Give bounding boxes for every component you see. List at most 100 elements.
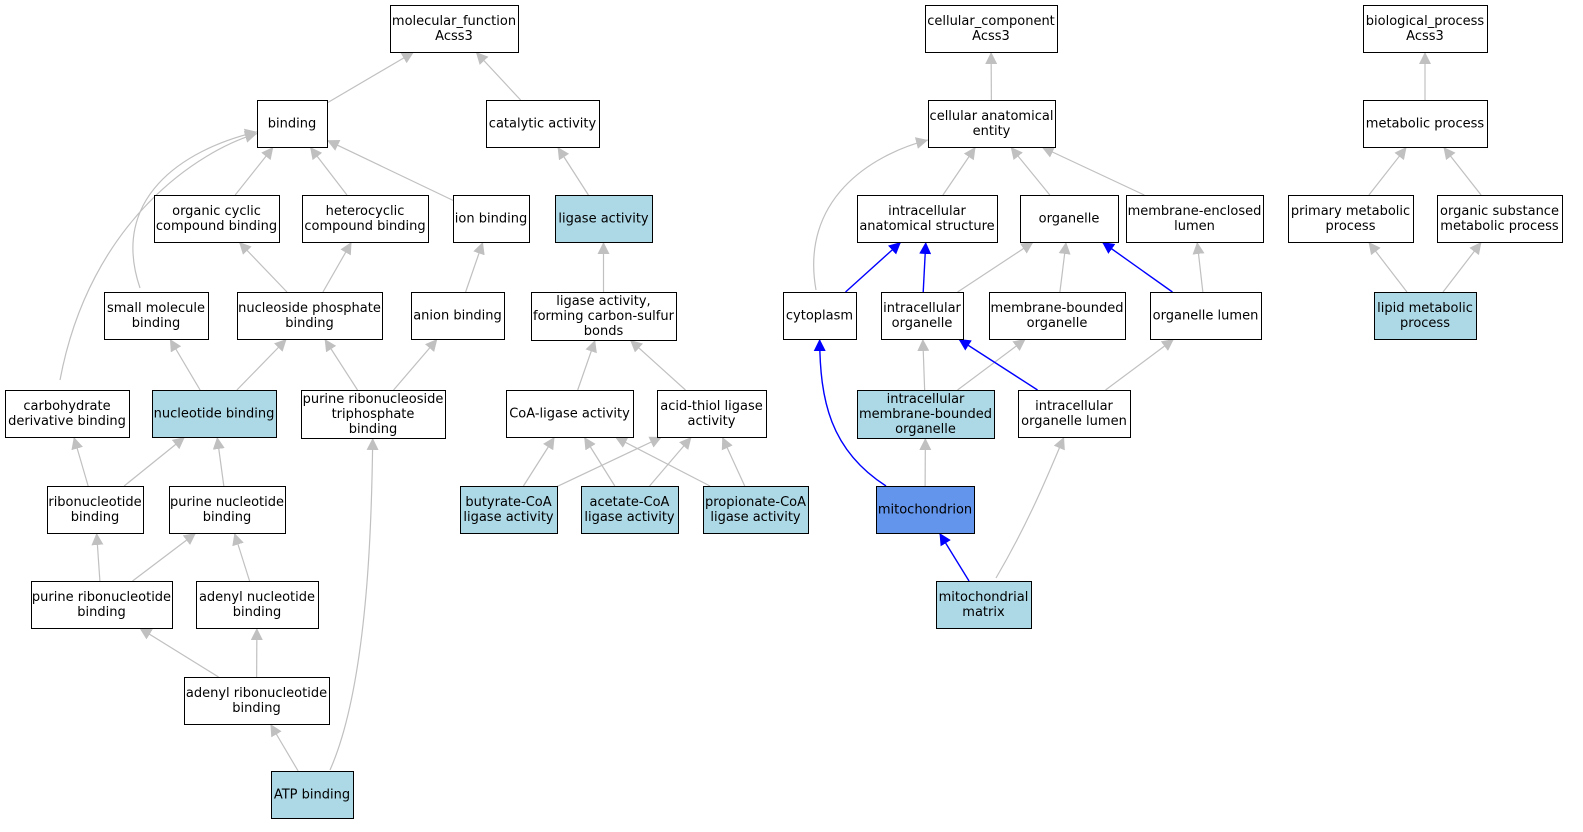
node-organelle-lumen[interactable]: organelle lumen [1150,292,1262,340]
node-label-line: metabolic process [1440,219,1559,234]
edge-purine-ribonucleotide-to-ribonucleotide [91,532,104,582]
node-label-line: metabolic process [1366,117,1485,132]
edge-purine-ribonucleotide-to-purine-nucleotide [132,532,197,582]
node-label-line: membrane-enclosed [1128,204,1262,219]
node-catalytic-activity[interactable]: catalytic activity [486,100,600,148]
node-box [1020,195,1119,243]
edge-ias-to-cae [942,146,977,196]
node-label-line: binding [77,605,125,620]
edge-imbo-to-intra-organelle [917,338,930,391]
node-mitochondrion[interactable]: mitochondrion [876,486,975,534]
edge-carbohydrate-to-binding [59,131,258,381]
edge-ion-binding-to-binding [326,139,454,201]
node-box [881,292,964,340]
node-label-line: cytoplasm [786,309,853,324]
node-ligase-activity[interactable]: ligase activity [555,195,653,243]
edge-binding-to-mf-root [326,51,415,104]
node-label-line: Acss3 [1406,29,1444,44]
node-box [411,292,505,340]
edge-acetate-to-coa-ligase [583,436,616,487]
edge-cytoplasm-to-ias [845,241,902,293]
edge-adenyl-nucleotide-to-purine-nucleotide [232,532,251,582]
node-nucleotide-binding[interactable]: nucleotide binding [152,390,277,438]
edge-ribonucleotide-to-carbohydrate [71,436,89,487]
node-label-line: adenyl nucleotide [199,590,315,605]
node-box [152,390,277,438]
node-label-line: ligase activity [710,510,801,525]
node-label-line: process [1326,219,1376,234]
node-ion-binding[interactable]: ion binding [453,195,530,243]
node-box [1363,100,1488,148]
node-label-line: ligase activity [584,510,675,525]
node-box [857,390,995,439]
node-label-line: derivative binding [8,414,126,429]
node-box [169,486,286,534]
node-box [271,771,354,819]
node-label-line: process [1400,316,1450,331]
node-label-line: lumen [1174,219,1215,234]
node-box [1288,195,1414,243]
node-box [1374,292,1477,340]
node-ligase-cs[interactable]: ligase activity,forming carbon-sulfurbon… [531,292,677,341]
node-metabolic[interactable]: metabolic process [1363,100,1488,148]
node-box [936,581,1032,629]
edge-acid-thiol-to-ligase-cs [629,339,686,391]
node-label-line: mitochondrial [939,590,1029,605]
node-box [857,195,998,243]
node-box [1363,5,1488,53]
edge-cytoplasm-to-cae [813,137,929,291]
edge-small-molecule-to-binding [132,128,258,289]
node-label-line: bonds [584,324,624,339]
node-label-line: organic substance [1440,204,1559,219]
node-label-line: mitochondrion [878,503,972,518]
node-label-line: ligase activity [558,212,649,227]
node-cytoplasm[interactable]: cytoplasm [783,292,857,340]
node-atp-binding[interactable]: ATP binding [271,771,354,819]
node-label-line: compound binding [304,219,425,234]
node-box [876,486,975,534]
node-label-line: compound binding [156,219,277,234]
edge-nucleoside-phosphate-to-heterocyclic [322,241,353,293]
edge-coa-ligase-to-ligase-cs [577,339,597,391]
node-binding[interactable]: binding [257,100,328,148]
node-anion-binding[interactable]: anion binding [411,292,505,340]
node-organelle[interactable]: organelle [1020,195,1119,243]
node-coa-ligase[interactable]: CoA-ligase activity [506,390,634,438]
node-box [1126,195,1264,243]
edge-propionate-to-coa-ligase [614,436,711,487]
node-label-line: acid-thiol ligase [660,399,763,414]
node-label-line: activity [688,414,736,429]
edge-ligase-activity-to-catalytic-activity [557,146,589,196]
node-label-line: anatomical structure [859,219,994,234]
node-label-line: forming carbon-sulfur [533,309,675,324]
